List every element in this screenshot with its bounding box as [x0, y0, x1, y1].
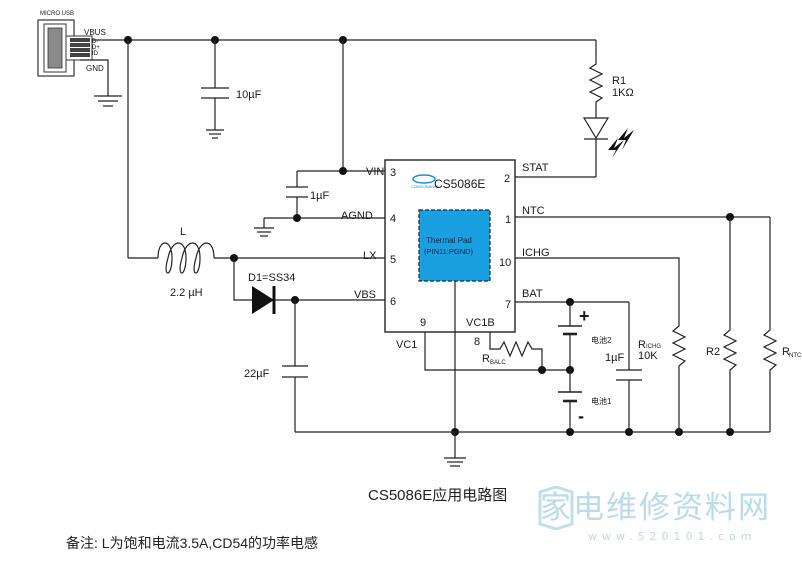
richg-name: R — [638, 339, 646, 351]
battery-minus-sign: - — [578, 406, 584, 426]
consonance-logo-icon — [412, 174, 436, 184]
footnote: 备注: L为饱和电流3.5A,CD54的功率电感 — [66, 535, 319, 551]
rntc-sub: NTC — [789, 353, 802, 359]
r2-resistor — [722, 217, 738, 432]
pin-ntc-num: 1 — [505, 214, 511, 226]
pin-vc1-num: 9 — [420, 317, 426, 329]
usb-pin-dm: D- — [92, 39, 98, 45]
richg-resistor: R ICHG 10K — [515, 257, 687, 432]
cap-bat-label: 1µF — [605, 352, 624, 364]
pin-ichg-num: 10 — [499, 257, 511, 269]
ic-cs5086e: CONSONANCE CS5086E Thermal Pad (PIN11:PG… — [341, 159, 550, 351]
inductor-l: L 2.2 µH — [127, 40, 385, 299]
junction-dot — [339, 167, 347, 175]
richg-sub: ICHG — [646, 344, 661, 350]
rbalc-sub: BALC — [490, 360, 506, 366]
pin-vc1b-label: VC1B — [466, 317, 495, 329]
usb-gnd-label: GND — [86, 64, 104, 73]
rntc-name: R — [782, 346, 790, 358]
ic-name: CS5086E — [434, 177, 485, 191]
thermal-pad-line1: Thermal Pad — [426, 236, 472, 245]
bat-capacitor-1uf: 1µF — [605, 302, 642, 432]
r1-value: 1KΩ — [612, 87, 634, 99]
pin-lx-label: LX — [363, 250, 377, 262]
pin-lx-num: 5 — [390, 254, 396, 266]
pin-vc1b-num: 8 — [474, 336, 480, 348]
vc1-wire — [424, 332, 570, 371]
battery-stack: + 电池2 电池1 - — [515, 298, 629, 432]
r2-label: R2 — [706, 346, 720, 358]
input-capacitor-10uf: 10µF — [201, 40, 262, 139]
battery2-label: 电池2 — [591, 335, 612, 345]
output-capacitor-22uf: 22µF — [244, 300, 308, 432]
pin-ichg-label: ICHG — [522, 247, 550, 259]
battery1-label: 电池1 — [591, 396, 612, 406]
ic-logo-text: CONSONANCE — [411, 184, 440, 189]
usb-ground-symbol — [80, 59, 122, 107]
vbus-rail — [92, 36, 597, 60]
junction-dot — [293, 214, 301, 222]
thermal-pad — [418, 209, 491, 282]
rbalc-name: R — [482, 353, 490, 365]
inductor-value: 2.2 µH — [170, 287, 203, 299]
cap-22uf-label: 22µF — [244, 368, 270, 380]
pin-bat-num: 7 — [505, 299, 511, 311]
pin-vbs-label: VBS — [354, 289, 376, 301]
schottky-diode-d1: D1=SS34 — [233, 258, 385, 314]
thermal-pad-line2: (PIN11:PGND) — [424, 247, 474, 256]
pin-agnd-label: AGND — [341, 210, 373, 222]
rntc-resistor — [762, 217, 778, 432]
diagram-caption: CS5086E应用电路图 — [368, 487, 508, 504]
pin-bat-label: BAT — [522, 288, 543, 300]
agnd-ground — [254, 214, 385, 237]
pin-vin-num: 3 — [390, 167, 396, 179]
pin-agnd-num: 4 — [390, 213, 396, 225]
watermark-text: 家电维修资料网 — [540, 490, 771, 526]
pin-stat-label: STAT — [522, 162, 549, 174]
r1-resistor: R1 1KΩ — [588, 60, 634, 118]
usb-pin-id: ID — [92, 51, 99, 57]
battery-plus-sign: + — [579, 306, 590, 326]
pin-vbs-num: 6 — [390, 296, 396, 308]
cap-vin-label: 1µF — [310, 190, 329, 202]
pin-stat-num: 2 — [504, 173, 510, 185]
watermark-url: www.520101.com — [588, 530, 757, 543]
ntc-network: R2 R NTC — [515, 213, 802, 432]
pin-vc1-label: VC1 — [396, 339, 417, 351]
inductor-name: L — [180, 226, 186, 238]
usb-title: MICRO USB — [40, 11, 74, 17]
micro-usb-connector: MICRO USB VBUS D- D+ ID GND — [37, 11, 106, 77]
pin-vin-label: VIN — [366, 166, 384, 178]
vin-capacitor-1uf: 1µF — [286, 171, 329, 218]
pin-ntc-label: NTC — [522, 205, 545, 217]
rbalc-resistor: R BALC — [482, 332, 543, 370]
usb-pin-dp: D+ — [92, 45, 100, 51]
usb-vbus-label: VBUS — [84, 28, 106, 37]
watermark-logo-icon — [538, 486, 574, 530]
cap-10uf-label: 10µF — [236, 89, 262, 101]
diode-label: D1=SS34 — [248, 272, 295, 284]
status-led — [582, 117, 634, 177]
r1-name: R1 — [612, 75, 626, 87]
richg-value: 10K — [638, 350, 658, 362]
